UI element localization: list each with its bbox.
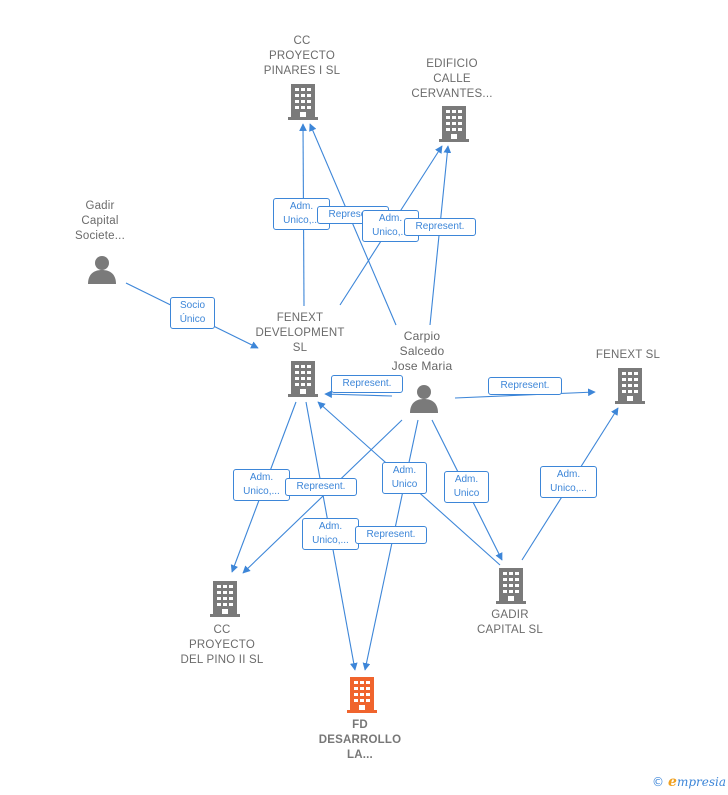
- edge-label-line: Represent.: [415, 221, 465, 232]
- node-label-line: Capital: [81, 215, 119, 227]
- edge-label-line: Represent.: [500, 380, 550, 391]
- person-icon[interactable]: [409, 383, 439, 413]
- node-label-line: FENEXT SL: [595, 349, 661, 361]
- edge-label-line: Represent.: [296, 481, 346, 492]
- node-label-line: DESARROLLO: [318, 734, 402, 746]
- edge-carpio-to-cc-pino: [242, 419, 403, 574]
- node-label-line: CALLE: [433, 73, 471, 85]
- building-icon[interactable]: [288, 84, 318, 120]
- node-label-line: Salcedo: [399, 344, 445, 358]
- node-label-line: SL: [292, 342, 308, 354]
- node-label-line: CC: [213, 624, 231, 636]
- edge-label-line: Unico: [391, 479, 418, 490]
- building-icon[interactable]: [288, 361, 318, 397]
- edge-label-represent[interactable]: Represent.: [331, 375, 403, 393]
- edge-label-line: Unico: [453, 488, 480, 499]
- building-icon[interactable]: [615, 368, 645, 404]
- edge-carpio-to-fenext-sl: [454, 388, 596, 399]
- edge-label-line: Represent.: [366, 529, 416, 540]
- edge-label-line: Adm.: [454, 474, 479, 485]
- edge-label-line: Adm.: [249, 472, 274, 483]
- brand-initial: e: [668, 774, 677, 790]
- edge-label-line: Adm.: [392, 465, 417, 476]
- edge-label-line: Unico,...: [243, 486, 280, 497]
- edge-carpio-to-pinares: [309, 123, 397, 326]
- person-icon[interactable]: [87, 254, 117, 284]
- edge-label-line: Socio: [179, 300, 205, 311]
- node-label-fenext-development[interactable]: FENEXT DEVELOPMENT SL: [230, 311, 370, 356]
- node-label-line: PINARES I SL: [263, 65, 341, 77]
- building-icon[interactable]: [210, 581, 240, 617]
- edge-label-line: Adm.: [556, 469, 581, 480]
- node-label-gadir-capital-societe[interactable]: Gadir Capital Societe...: [40, 199, 160, 244]
- node-label-fd-desarrollo[interactable]: FD DESARROLLO LA...: [300, 718, 420, 763]
- node-label-line: CAPITAL SL: [477, 624, 543, 636]
- node-label-line: FENEXT: [276, 312, 324, 324]
- edge-label-represent[interactable]: Represent.: [488, 377, 562, 395]
- edge-label-line: Adm.: [378, 213, 403, 224]
- edge-carpio-to-fenext-dev: [324, 390, 393, 399]
- node-label-line: LA...: [347, 749, 373, 761]
- node-label-gadir-capital-sl[interactable]: GADIR CAPITAL SL: [450, 608, 570, 638]
- node-label-line: PROYECTO: [269, 50, 335, 62]
- edge-label-line: Represent.: [328, 209, 378, 220]
- node-label-line: Gadir: [85, 200, 115, 212]
- edge-label-socio-unico[interactable]: Socio Único: [170, 297, 215, 329]
- edge-label-line: Represent.: [342, 378, 392, 389]
- edge-label-adm-unico[interactable]: Adm. Unico,...: [233, 469, 290, 501]
- node-label-line: GADIR: [491, 609, 529, 621]
- node-label-line: EDIFICIO: [426, 58, 478, 70]
- node-label-line: Jose Maria: [391, 359, 453, 373]
- building-icon[interactable]: [496, 568, 526, 604]
- edge-label-line: Unico,...: [312, 535, 349, 546]
- node-label-cc-del-pino[interactable]: CC PROYECTO DEL PINO II SL: [152, 623, 292, 668]
- brand-name: mpresia: [676, 775, 726, 789]
- edge-label-line: Adm.: [318, 521, 343, 532]
- node-label-line: FD: [352, 719, 368, 731]
- edge-label-line: Adm.: [289, 201, 314, 212]
- node-label-line: DEL PINO II SL: [180, 654, 264, 666]
- node-label-line: DEVELOPMENT: [255, 327, 345, 339]
- node-label-fenext-sl[interactable]: FENEXT SL: [568, 348, 688, 363]
- node-label-line: Carpio: [403, 329, 441, 343]
- node-label-cc-pinares[interactable]: CC PROYECTO PINARES I SL: [232, 34, 372, 79]
- node-label-line: Societe...: [75, 230, 125, 242]
- node-label-line: CC: [293, 35, 311, 47]
- edge-label-line: Unico,...: [550, 483, 587, 494]
- edge-label-line: Único: [179, 314, 206, 325]
- node-label-line: PROYECTO: [189, 639, 255, 651]
- empresia-logo[interactable]: ©empresia: [652, 774, 726, 790]
- building-icon[interactable]: [439, 106, 469, 142]
- node-label-edificio-calle[interactable]: EDIFICIO CALLE CERVANTES...: [382, 57, 522, 102]
- edge-label-adm-unico[interactable]: Adm. Unico: [382, 462, 427, 494]
- edge-label-adm-unico[interactable]: Adm. Unico: [444, 471, 489, 503]
- edge-label-line: Unico,...: [283, 215, 320, 226]
- edge-label-represent[interactable]: Represent.: [404, 218, 476, 236]
- building-icon[interactable]: [347, 677, 377, 713]
- node-label-line: CERVANTES...: [411, 88, 493, 100]
- edge-label-line: Unico,...: [372, 227, 409, 238]
- copyright-icon: ©: [652, 775, 665, 789]
- node-label-carpio-salcedo[interactable]: Carpio Salcedo Jose Maria: [362, 329, 482, 374]
- edge-carpio-to-fd: [362, 419, 419, 671]
- edge-label-adm-unico[interactable]: Adm. Unico,...: [540, 466, 597, 498]
- edge-label-represent[interactable]: Represent.: [285, 478, 357, 496]
- edge-label-represent[interactable]: Represent.: [355, 526, 427, 544]
- edge-label-adm-unico[interactable]: Adm. Unico,...: [302, 518, 359, 550]
